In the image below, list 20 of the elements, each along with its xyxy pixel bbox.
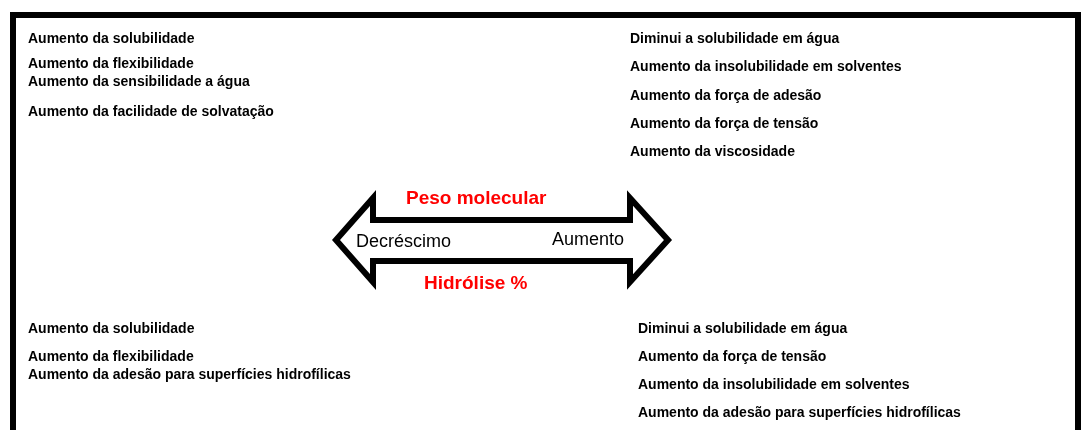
property-text: Diminui a solubilidade em água xyxy=(638,320,848,336)
property-text: Aumento da adesão para superfícies hidrofílicas xyxy=(638,404,961,420)
property-text: Aumento da sensibilidade a água xyxy=(28,73,250,89)
axis-label: Hidrólise % xyxy=(424,272,528,294)
axis-label: Peso molecular xyxy=(406,187,547,209)
property-text: Aumento da adesão para superfícies hidrofílicas xyxy=(28,366,351,382)
property-text: Aumento da força de tensão xyxy=(630,115,819,131)
property-text: Aumento da solubilidade xyxy=(28,320,195,336)
property-text: Aumento da flexibilidade xyxy=(28,348,194,364)
direction-label: Decréscimo xyxy=(356,231,452,252)
property-text: Aumento da facilidade de solvatação xyxy=(28,103,274,119)
property-text: Aumento da força de adesão xyxy=(630,87,822,103)
property-text: Diminui a solubilidade em água xyxy=(630,30,840,46)
property-text: Aumento da força de tensão xyxy=(638,348,827,364)
property-text: Aumento da insolubilidade em solventes xyxy=(638,376,910,392)
property-text: Aumento da insolubilidade em solventes xyxy=(630,58,902,74)
direction-label: Aumento xyxy=(552,229,625,250)
property-text: Aumento da viscosidade xyxy=(630,143,795,159)
property-text: Aumento da solubilidade xyxy=(28,30,195,46)
property-text: Aumento da flexibilidade xyxy=(28,55,194,71)
